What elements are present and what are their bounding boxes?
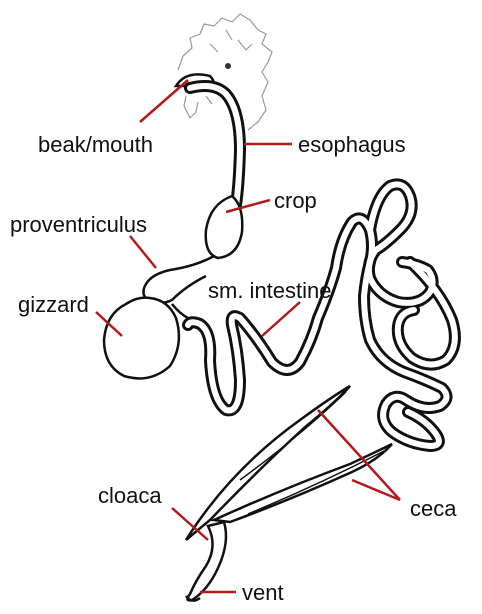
label-crop: crop (274, 188, 317, 213)
proventriculus-outline (143, 256, 214, 303)
crop-outline (206, 196, 243, 258)
gizzard-outline (104, 298, 179, 379)
label-gizzard: gizzard (18, 292, 89, 317)
label-esophagus: esophagus (298, 132, 406, 157)
label-ceca: ceca (410, 496, 457, 521)
label-beak-mouth: beak/mouth (38, 132, 153, 157)
chicken-head-sketch (178, 14, 272, 130)
leader-beak (140, 80, 188, 122)
cecum-upper (186, 386, 350, 540)
label-vent: vent (242, 580, 284, 605)
label-proventriculus: proventriculus (10, 212, 147, 237)
label-small-intestine: sm. intestine (208, 278, 332, 303)
label-cloaca: cloaca (98, 483, 162, 508)
leader-proventriculus (130, 236, 156, 268)
leader-ceca-2 (352, 480, 400, 500)
leader-small-intestine (262, 302, 300, 336)
